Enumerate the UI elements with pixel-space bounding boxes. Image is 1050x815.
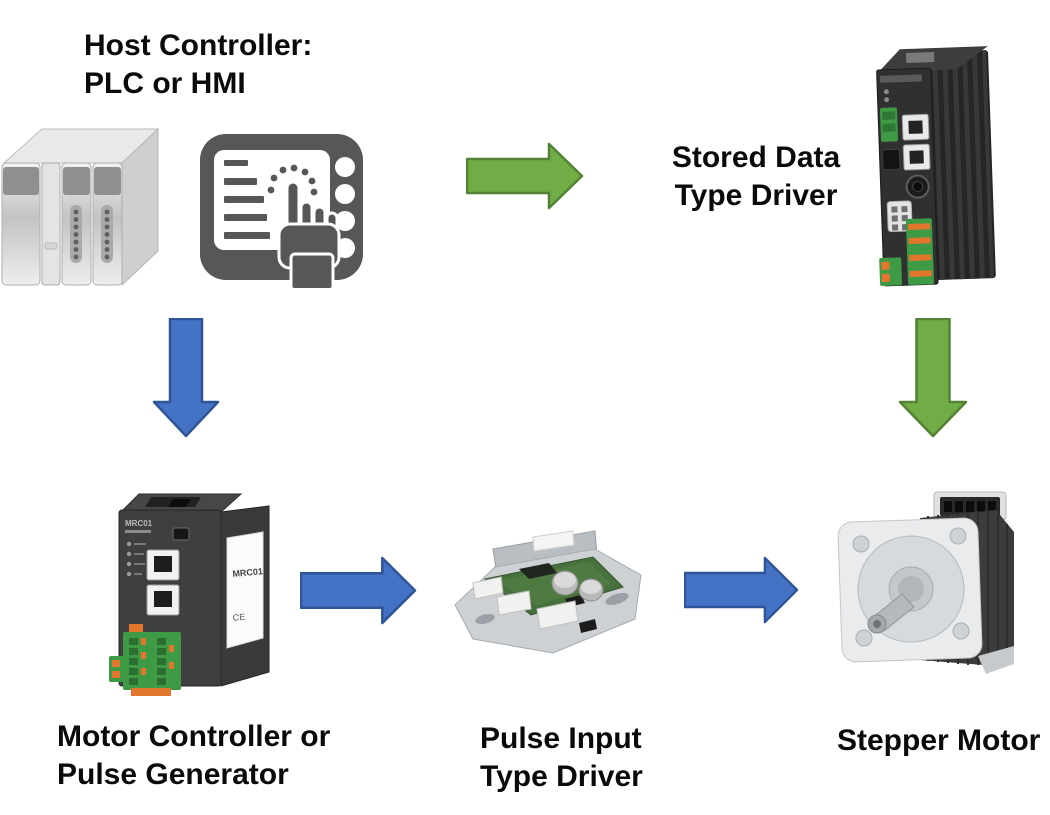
menu-lines-icon — [224, 160, 270, 239]
right-arrow-icon — [300, 556, 417, 625]
capacitors — [551, 570, 604, 602]
front-marking: MRC01 — [125, 519, 153, 528]
arrow-pulse-driver-to-stepper-motor — [684, 556, 799, 624]
pulse-input-driver-label: Pulse Input Type Driver — [480, 720, 643, 796]
stored-data-driver-image — [868, 40, 1005, 295]
arrow-motor-controller-to-pulse-driver — [300, 556, 417, 625]
ce-mark: CE — [232, 612, 245, 623]
touch-hand-icon — [277, 180, 341, 288]
motor-controller-label-line1: Motor Controller or — [57, 720, 331, 753]
motor-controller-icon: MRC01 CE MRC01 — [73, 480, 287, 700]
plc-modules-icon — [1, 127, 160, 287]
arrow-host-to-motor-controller — [152, 318, 220, 438]
stepper-motor-image — [828, 488, 1025, 693]
arrow-host-to-stored-driver — [466, 142, 584, 210]
ethernet-ports — [146, 549, 180, 616]
right-arrow-icon — [684, 556, 799, 624]
down-arrow-icon — [152, 318, 220, 438]
hmi-touchscreen-icon — [193, 126, 383, 288]
white-connectors — [472, 576, 579, 630]
pulse-input-driver-label-line2: Type Driver — [480, 760, 643, 793]
board-label — [532, 530, 575, 552]
stored-data-driver-label-line2: Type Driver — [674, 179, 838, 212]
host-controller-label-line1: Host Controller: — [84, 29, 313, 62]
right-arrow-icon — [466, 142, 584, 210]
usb-port — [172, 527, 190, 541]
pulse-input-driver-board-icon — [445, 487, 648, 693]
stored-data-driver-icon — [876, 46, 996, 287]
plc-image — [0, 123, 160, 289]
touch-ripple-icon — [267, 164, 318, 196]
host-controller-label-line2: PLC or HMI — [84, 67, 246, 100]
hmi-image — [193, 126, 383, 288]
stepper-motor-label: Stepper Motor — [837, 724, 1041, 757]
pulse-input-driver-label-line1: Pulse Input — [480, 722, 642, 755]
ethernet-ports — [901, 113, 931, 171]
motor-controller-label: Motor Controller or Pulse Generator — [57, 718, 330, 794]
stepper-motor-icon — [828, 488, 1025, 693]
status-leds — [126, 541, 146, 577]
terminal-block — [109, 624, 181, 696]
down-arrow-icon — [898, 318, 968, 438]
stored-data-driver-label-line1: Stored Data — [671, 141, 841, 174]
host-controller-label: Host Controller: PLC or HMI — [84, 27, 312, 103]
motor-controller-image: MRC01 CE MRC01 — [73, 480, 287, 700]
stored-data-driver-label: Stored Data Type Driver — [660, 139, 852, 215]
motor-controller-label-line2: Pulse Generator — [57, 758, 289, 791]
pulse-input-driver-image — [445, 487, 648, 693]
side-label-marking: MRC01 — [232, 566, 263, 579]
arrow-stored-driver-to-stepper-motor — [898, 318, 968, 438]
